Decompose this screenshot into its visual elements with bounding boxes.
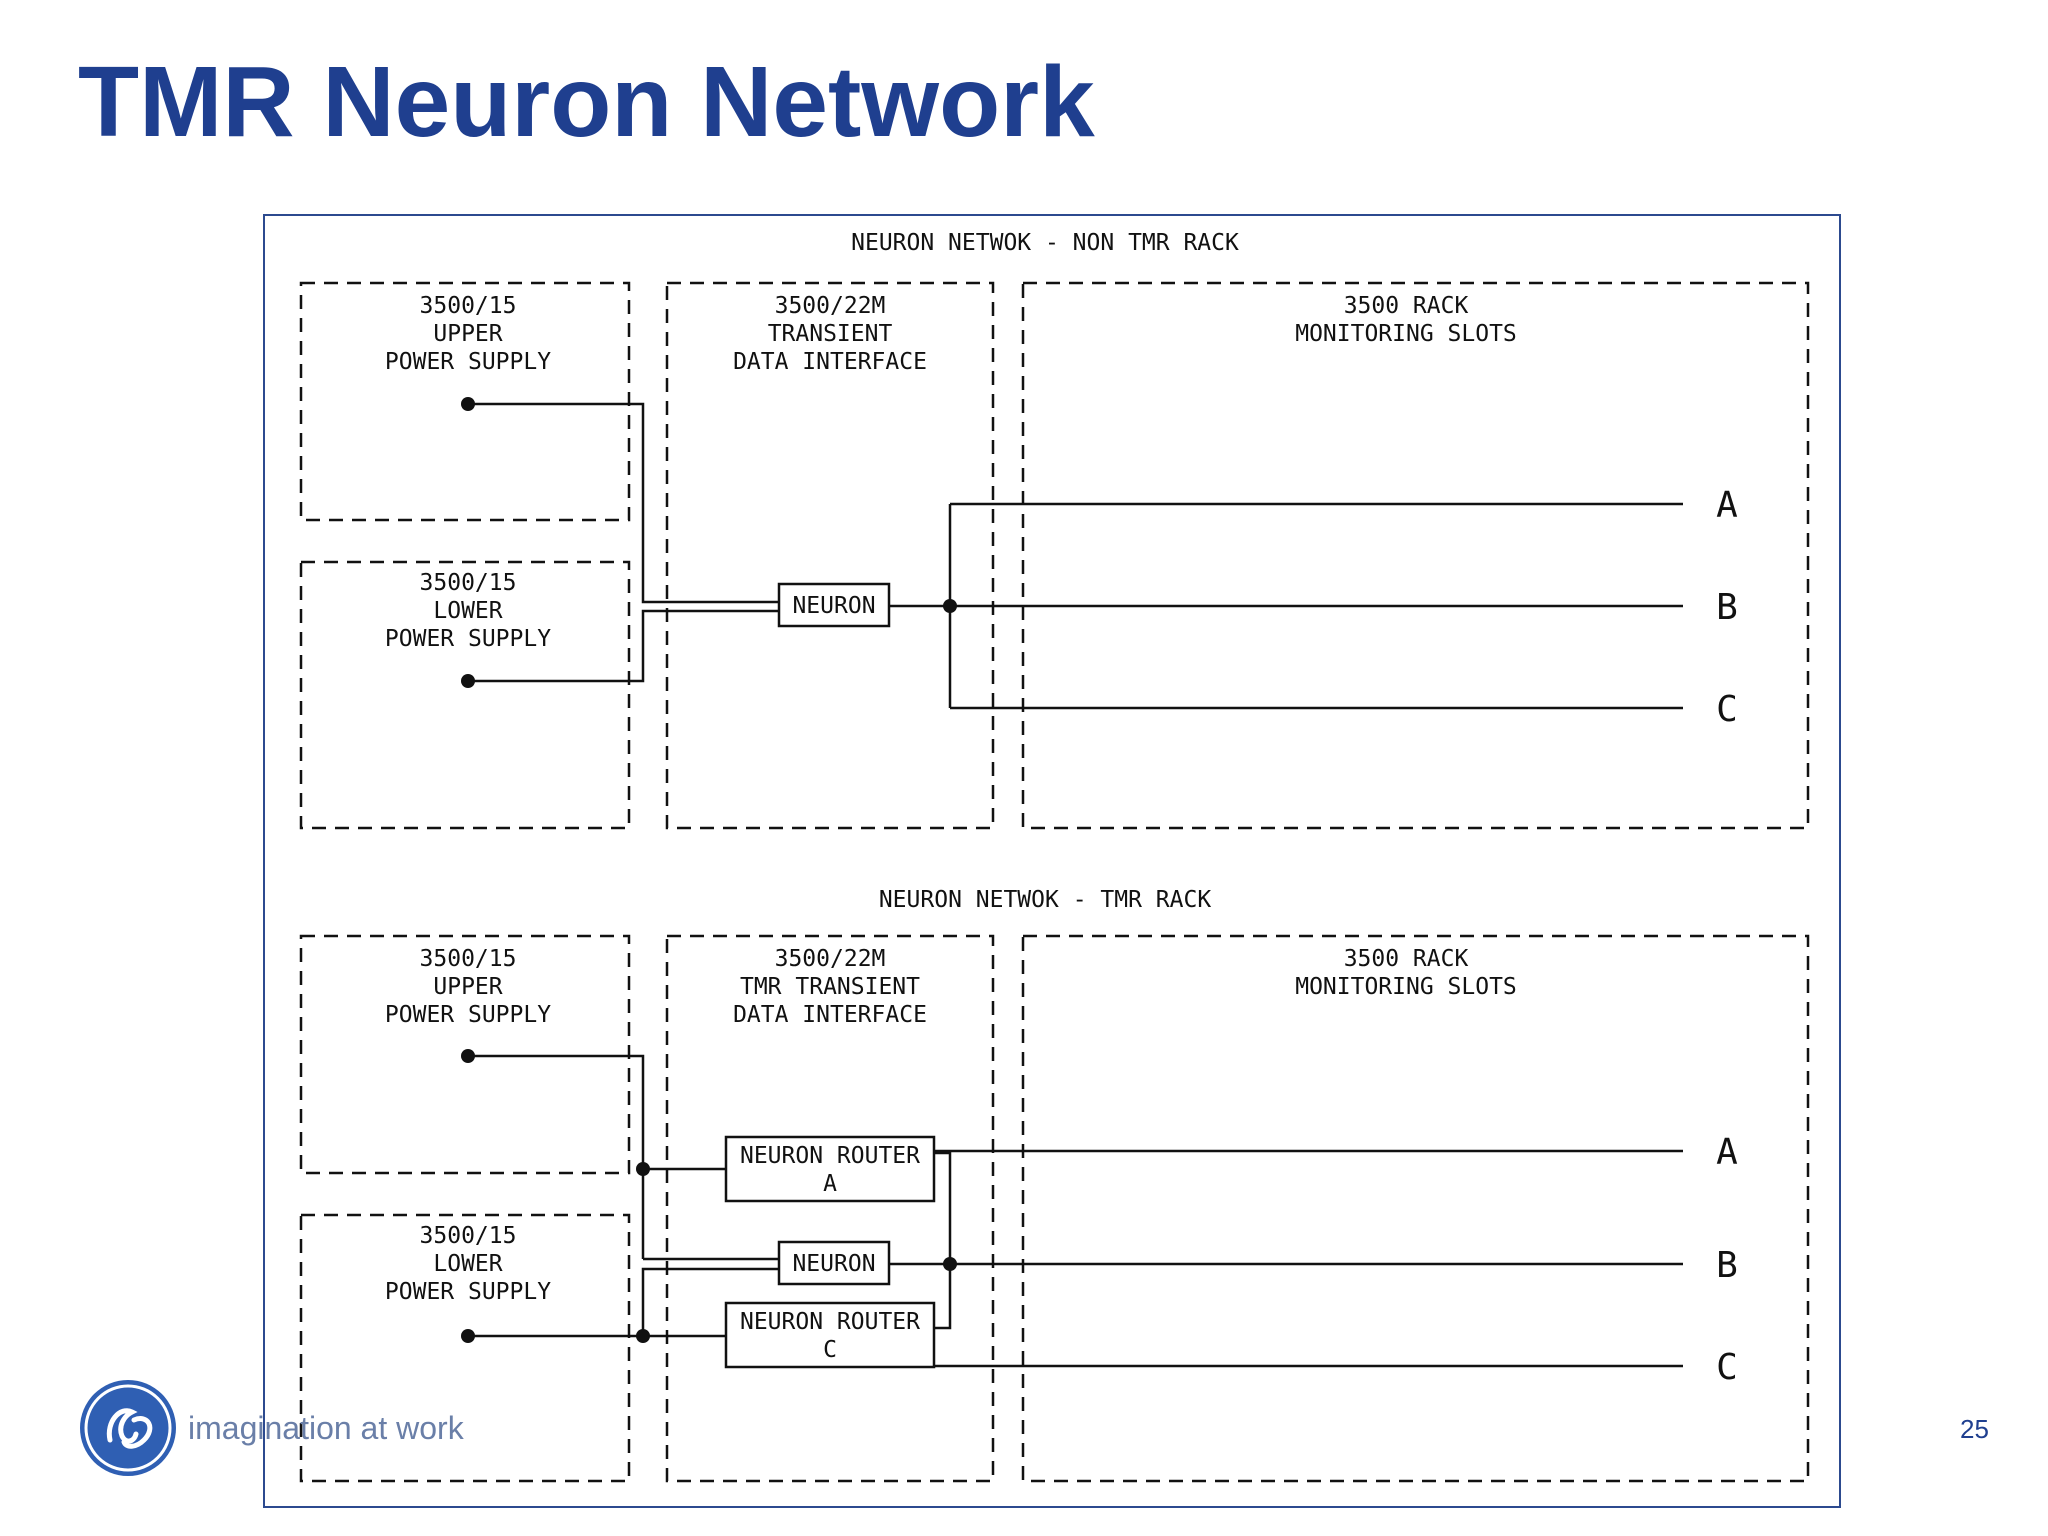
bottom-interface-box <box>665 934 995 1483</box>
slide-tagline: imagination at work <box>188 1410 464 1446</box>
bottom-heading: NEURON NETWOK - TMR RACK <box>879 887 1211 913</box>
bottom-upper-psu-label-1: 3500/15 <box>420 946 517 972</box>
top-upper-psu-label-1: 3500/15 <box>420 293 517 319</box>
bottom-lower-psu-box <box>299 1213 631 1483</box>
bottom-slots-box <box>1021 934 1810 1483</box>
top-upper-psu-label-3: POWER SUPPLY <box>385 349 551 375</box>
bottom-slots-label-1: 3500 RACK <box>1344 946 1469 972</box>
top-lower-psu-label-3: POWER SUPPLY <box>385 626 551 652</box>
bottom-slots-label-2: MONITORING SLOTS <box>1295 974 1517 1000</box>
top-interface-label-1: 3500/22M <box>775 293 886 319</box>
top-neuron-box <box>777 582 891 628</box>
top-channel-a: A <box>1716 485 1738 526</box>
slide-title: TMR Neuron Network <box>78 46 1095 158</box>
bottom-interface-label-3: DATA INTERFACE <box>733 1002 927 1028</box>
bottom-interface-label-1: 3500/22M <box>775 946 886 972</box>
bottom-neuron-box <box>777 1240 891 1286</box>
bottom-router-c-box <box>724 1301 936 1369</box>
top-neuron-label: NEURON <box>792 593 875 619</box>
bottom-channel-a: A <box>1716 1132 1738 1173</box>
top-upper-psu-label-2: UPPER <box>433 321 502 347</box>
bottom-router-a-box <box>724 1135 936 1203</box>
page-number: 25 <box>1960 1414 1989 1444</box>
bottom-router-c-label-2: C <box>823 1337 837 1363</box>
bottom-upper-psu-box <box>299 934 631 1175</box>
top-slots-box <box>1021 281 1810 830</box>
top-lower-psu-box <box>299 560 631 830</box>
top-interface-box <box>665 281 995 830</box>
top-heading: NEURON NETWOK - NON TMR RACK <box>851 230 1239 256</box>
top-slots-label-1: 3500 RACK <box>1344 293 1469 319</box>
bottom-upper-psu-label-2: UPPER <box>433 974 502 1000</box>
bottom-channel-c: C <box>1716 1347 1738 1388</box>
bottom-channel-b: B <box>1716 1245 1738 1286</box>
top-interface-label-2: TRANSIENT <box>768 321 893 347</box>
diagram-canvas: NEURON NETWOK - NON TMR RACK NEURON NETW… <box>299 230 1810 1483</box>
bottom-neuron-label: NEURON <box>792 1251 875 1277</box>
bottom-router-c-label-1: NEURON ROUTER <box>740 1309 920 1335</box>
bottom-lower-psu-label-2: LOWER <box>433 1251 502 1277</box>
bottom-lower-psu-label-3: POWER SUPPLY <box>385 1279 551 1305</box>
top-interface-label-3: DATA INTERFACE <box>733 349 927 375</box>
bottom-router-a-label-2: A <box>823 1171 837 1197</box>
top-channel-c: C <box>1716 689 1738 730</box>
top-lower-psu-label-2: LOWER <box>433 598 502 624</box>
ge-monogram-icon <box>78 1378 178 1478</box>
top-lower-psu-label-1: 3500/15 <box>420 570 517 596</box>
neuron-network-diagram: NEURON NETWOK - NON TMR RACK NEURON NETW… <box>263 214 1841 1508</box>
top-upper-psu-box <box>299 281 631 522</box>
bottom-upper-psu-label-3: POWER SUPPLY <box>385 1002 551 1028</box>
top-slots-label-2: MONITORING SLOTS <box>1295 321 1517 347</box>
bottom-lower-psu-label-1: 3500/15 <box>420 1223 517 1249</box>
bottom-router-a-label-1: NEURON ROUTER <box>740 1143 920 1169</box>
bottom-interface-label-2: TMR TRANSIENT <box>740 974 920 1000</box>
top-channel-b: B <box>1716 587 1738 628</box>
